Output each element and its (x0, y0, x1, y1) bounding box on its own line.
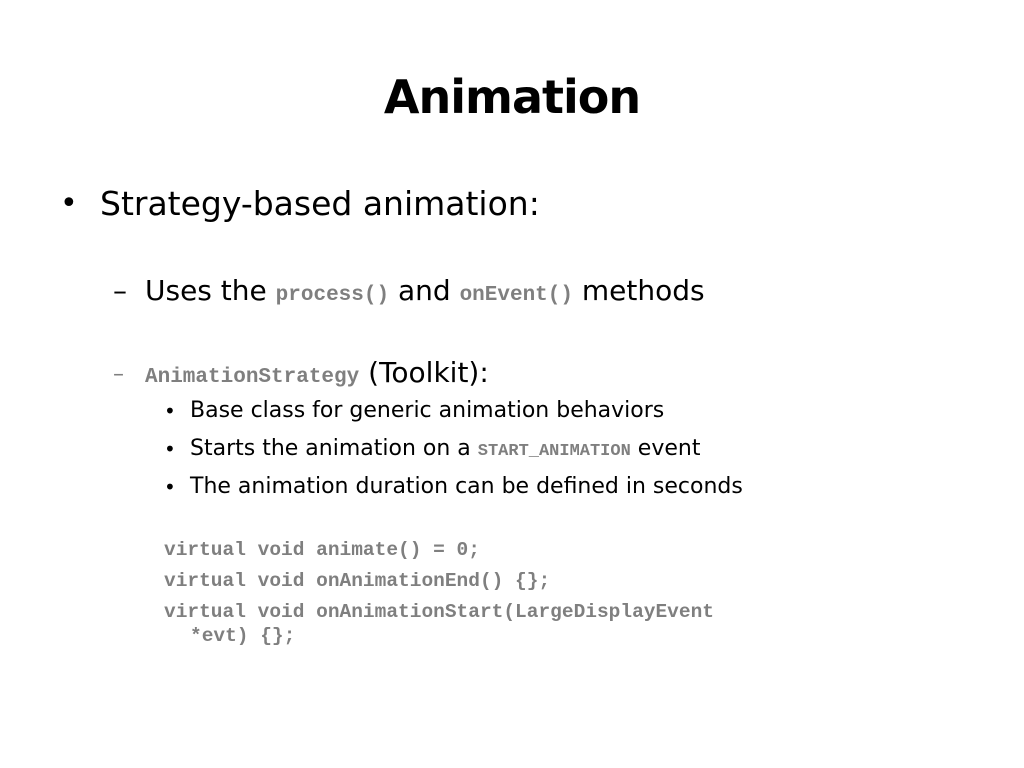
text-suffix: methods (572, 274, 705, 307)
text-suffix: (Toolkit): (359, 356, 489, 389)
code-line-on-animation-start: virtual void onAnimationStart(LargeDispl… (164, 601, 714, 623)
bullet-marker: • (164, 399, 176, 423)
sub-bullet-text: AnimationStrategy (Toolkit): (145, 354, 489, 397)
code-start-animation: START_ANIMATION (477, 442, 631, 461)
bullet-marker: • (164, 437, 176, 461)
code-line-animate: virtual void animate() = 0; (164, 539, 480, 561)
dash-marker: – (113, 274, 127, 307)
sub-sub-bullet-text: The animation duration can be defined in… (190, 474, 743, 499)
bullet-text: Strategy-based animation: (100, 184, 540, 223)
code-line-on-animation-end: virtual void onAnimationEnd() {}; (164, 570, 551, 592)
sub-sub-bullet-text: Base class for generic animation behavio… (190, 398, 665, 423)
code-animation-strategy: AnimationStrategy (145, 366, 360, 389)
code-onevent: onEvent() (459, 284, 573, 307)
text-prefix: Starts the animation on a (190, 436, 478, 461)
text-prefix: Uses the (145, 274, 276, 307)
text-suffix: event (630, 436, 701, 461)
slide-title: Animation (383, 70, 641, 124)
dash-marker: – (113, 362, 124, 387)
sub-bullet-text: Uses the process() and onEvent() methods (145, 272, 705, 315)
bullet-marker: • (164, 475, 176, 499)
code-line-on-animation-start-continued: *evt) {}; (190, 625, 296, 647)
code-process: process() (275, 284, 390, 307)
text-middle: and (389, 274, 460, 307)
sub-sub-bullet-text: Starts the animation on a START_ANIMATIO… (190, 434, 700, 467)
bullet-marker: • (60, 186, 78, 221)
